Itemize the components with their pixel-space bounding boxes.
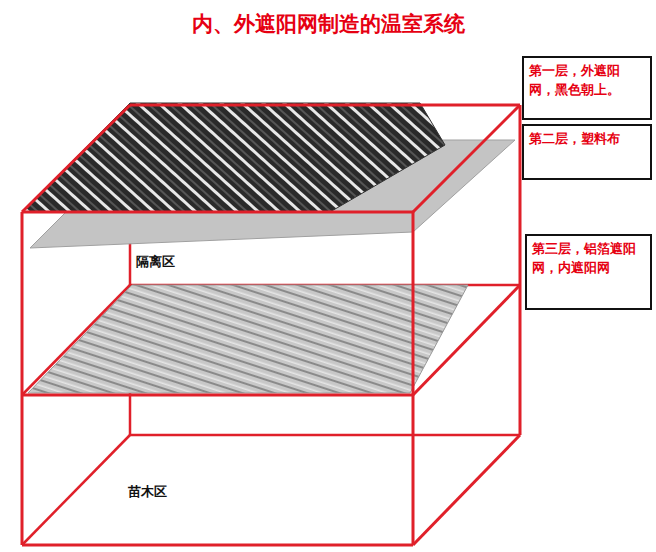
callout-box: 第一层，外遮阳网，黑色朝上。 — [522, 56, 652, 120]
callout-text: 第一层，外遮阳网，黑色朝上。 — [529, 62, 645, 100]
zone-label: 苗木区 — [128, 483, 167, 501]
callout-text: 第三层，铝箔遮阳网，内遮阳网 — [532, 240, 645, 278]
outer-shade-net — [22, 103, 445, 212]
callout-text: 第二层，塑料布 — [529, 130, 645, 149]
diagram-title: 内、外遮阳网制造的温室系统 — [0, 10, 656, 38]
zone-label: 隔离区 — [136, 253, 175, 271]
callout-box: 第三层，铝箔遮阳网，内遮阳网 — [525, 234, 652, 310]
inner-shade-net — [28, 285, 468, 393]
callout-box: 第二层，塑料布 — [522, 124, 652, 180]
